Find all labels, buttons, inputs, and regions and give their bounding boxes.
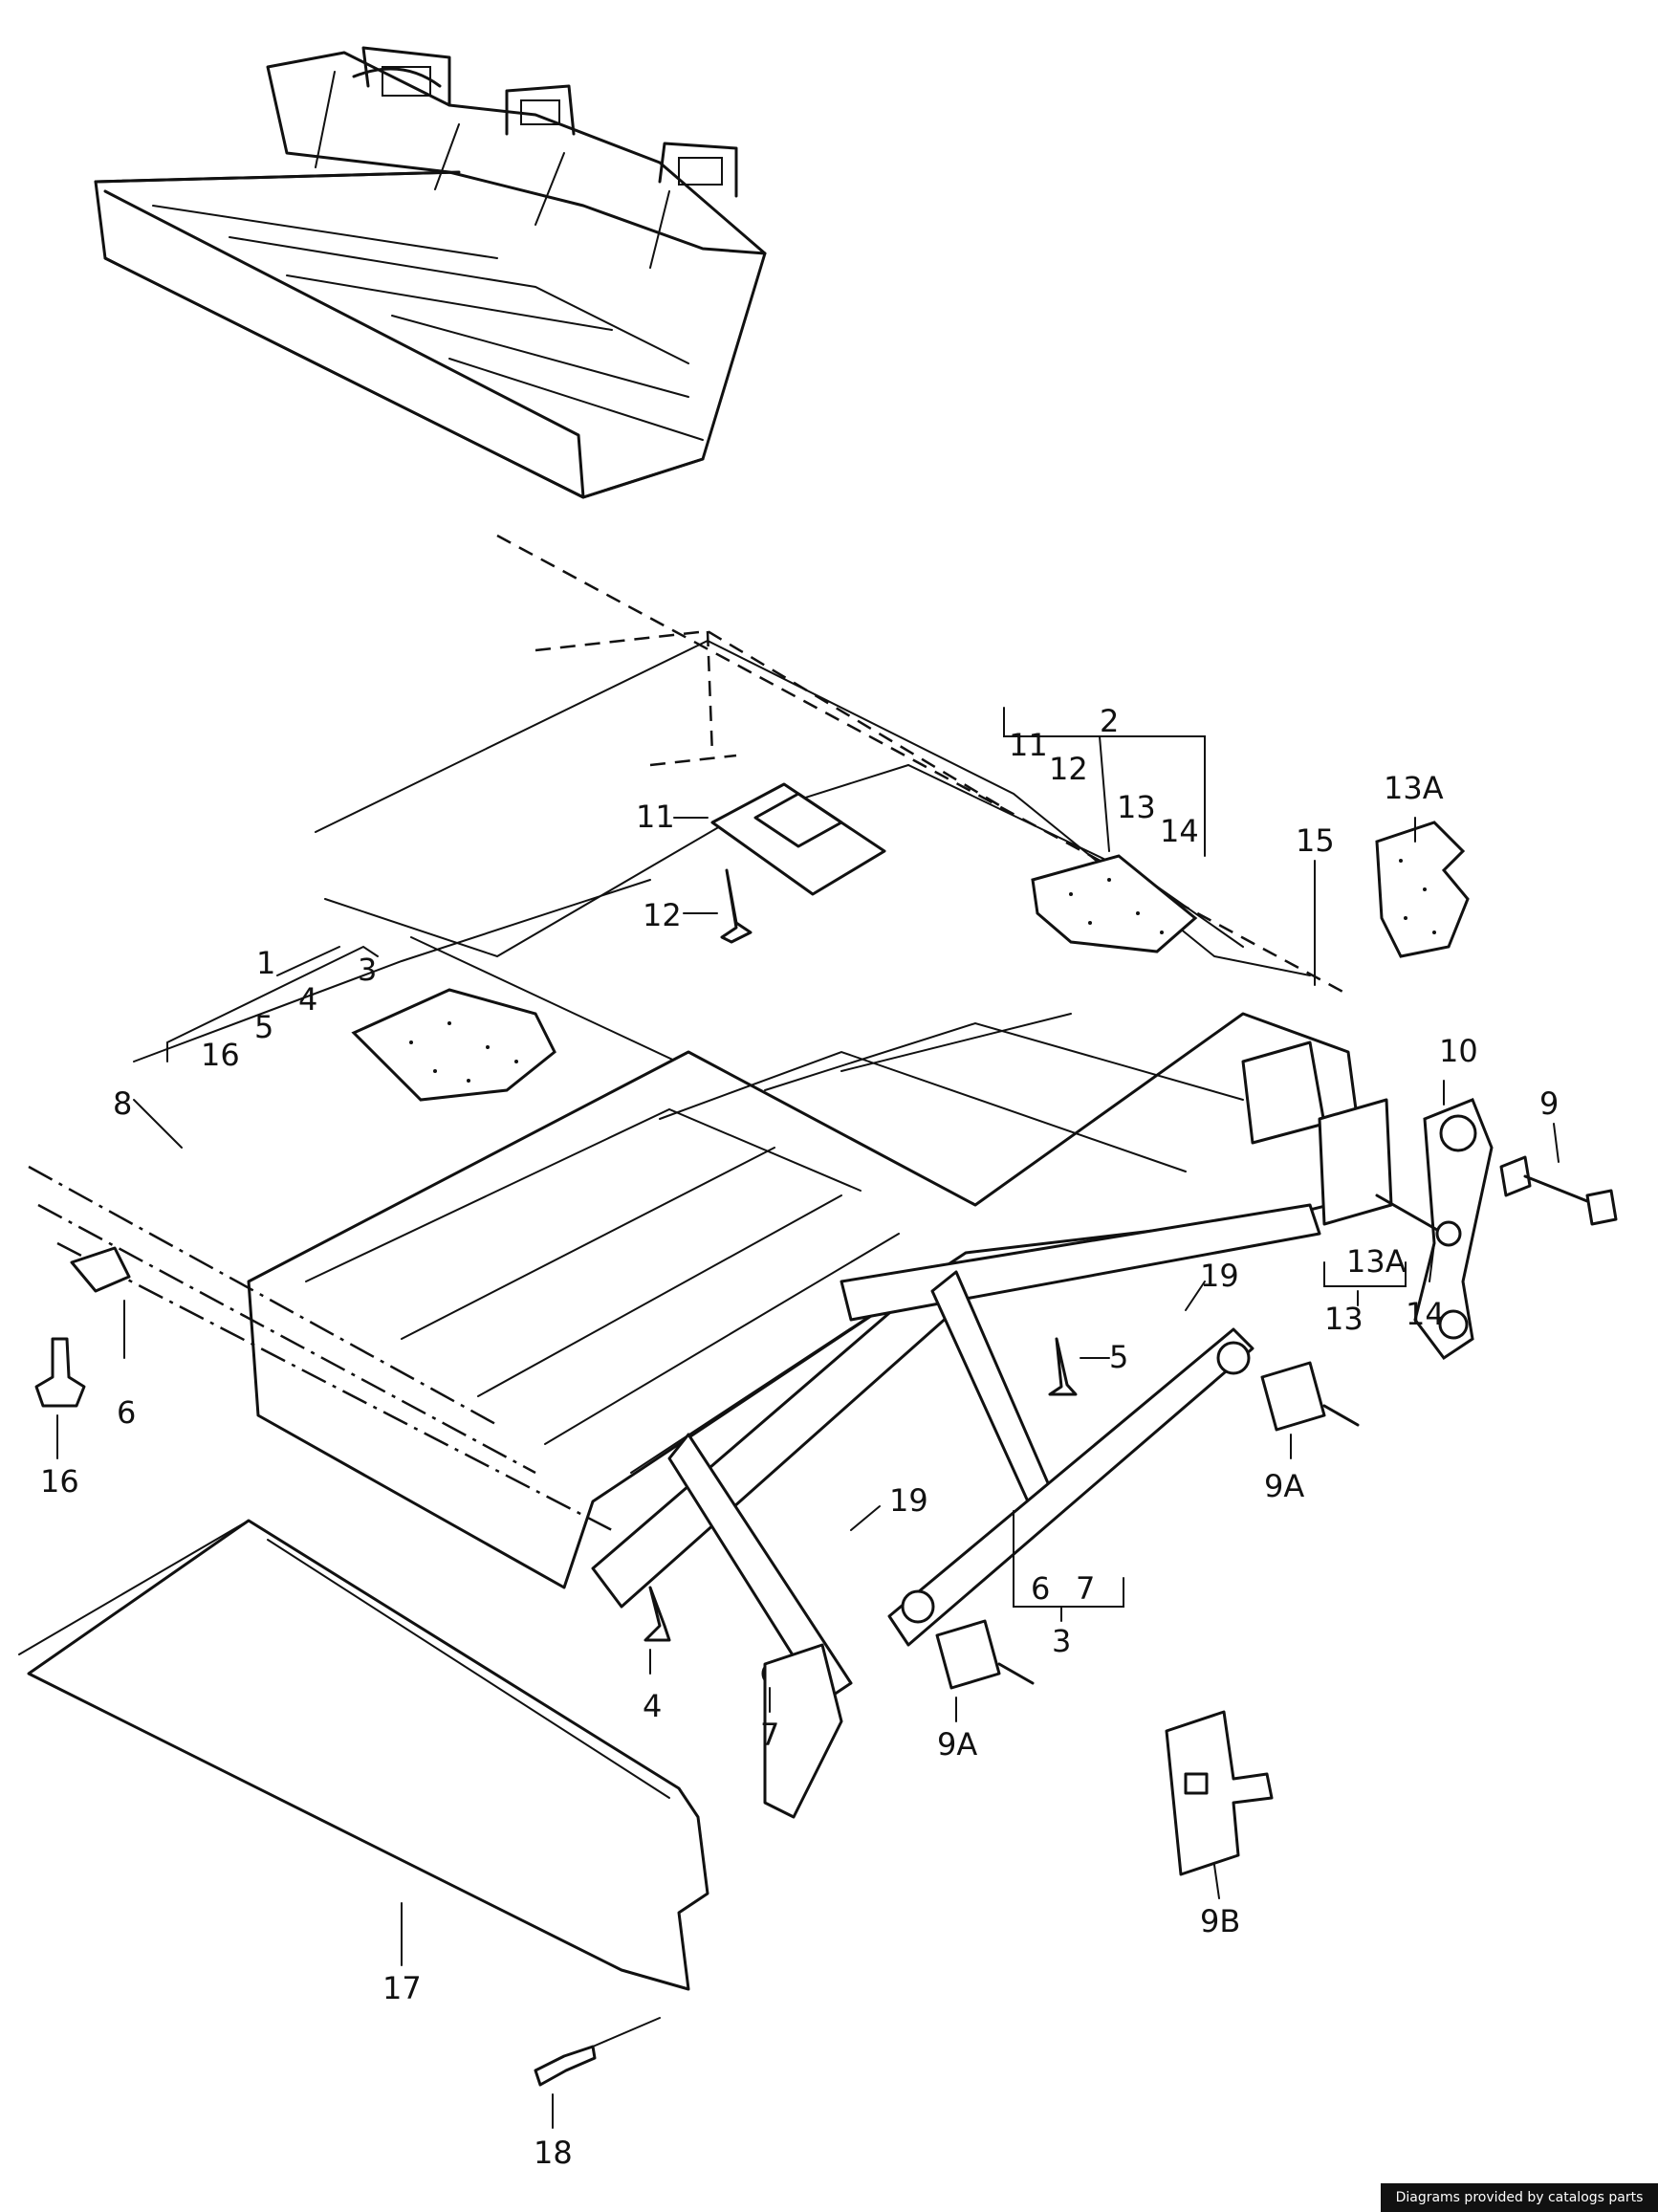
leader-lines bbox=[56, 707, 1560, 2129]
callout-3-frame: 3 bbox=[1052, 1623, 1071, 1659]
callout-2: 2 bbox=[1100, 703, 1119, 739]
callout-16-screw: 16 bbox=[40, 1463, 79, 1500]
callout-6-frame: 6 bbox=[1031, 1570, 1050, 1607]
callout-6-clip: 6 bbox=[117, 1394, 136, 1431]
callout-4: 4 bbox=[298, 981, 317, 1018]
callout-8: 8 bbox=[113, 1085, 132, 1122]
callout-13-group: 13 bbox=[1117, 789, 1156, 825]
trim-panel bbox=[18, 1519, 709, 1991]
callout-13a-bottom: 13A bbox=[1346, 1243, 1407, 1280]
callout-9a-lower: 9A bbox=[937, 1726, 977, 1763]
callout-12: 12 bbox=[643, 897, 682, 933]
screw-16 bbox=[34, 1337, 86, 1408]
callout-14: 14 bbox=[1406, 1296, 1445, 1332]
bolt-14 bbox=[1375, 1194, 1462, 1247]
callout-9: 9 bbox=[1539, 1085, 1559, 1122]
screw-18 bbox=[534, 2017, 661, 2087]
callout-10: 10 bbox=[1439, 1033, 1478, 1069]
bolt-4 bbox=[644, 1586, 671, 1642]
bench-seat-overview bbox=[94, 46, 767, 499]
callout-16: 16 bbox=[201, 1037, 240, 1073]
hinge-plate bbox=[710, 782, 886, 896]
callout-13: 13 bbox=[1324, 1301, 1363, 1337]
callout-7-nut: 7 bbox=[760, 1717, 779, 1753]
callout-9a-upper: 9A bbox=[1264, 1468, 1304, 1504]
fabric-patch-left bbox=[351, 988, 556, 1102]
latch-13a bbox=[1375, 821, 1470, 958]
callout-17: 17 bbox=[382, 1970, 422, 2006]
callout-12-group: 12 bbox=[1049, 751, 1088, 787]
clip-6 bbox=[70, 1246, 131, 1293]
latch-13 bbox=[1318, 1098, 1393, 1226]
callout-9b: 9B bbox=[1200, 1903, 1240, 1939]
diagram-credit-badge: Diagrams provided by catalogs parts bbox=[1381, 2183, 1658, 2212]
callout-labels: 1 3 4 5 16 8 2 11 12 13 14 11 12 15 13A … bbox=[40, 703, 1559, 2171]
callout-7-frame: 7 bbox=[1076, 1570, 1095, 1607]
callout-5-frame: 5 bbox=[1109, 1339, 1128, 1375]
callout-15: 15 bbox=[1296, 822, 1335, 859]
callout-1: 1 bbox=[256, 945, 275, 981]
screw-12 bbox=[720, 868, 753, 944]
folding-frame bbox=[591, 1203, 1321, 1819]
callout-4-bolt: 4 bbox=[643, 1688, 662, 1724]
callout-13a-top: 13A bbox=[1384, 770, 1444, 806]
callout-18: 18 bbox=[534, 2135, 573, 2171]
fabric-patch-right bbox=[1031, 854, 1198, 953]
buffer-9a-lower bbox=[935, 1619, 1035, 1690]
screw-5 bbox=[1048, 1337, 1078, 1396]
callout-11: 11 bbox=[636, 799, 675, 835]
bolt-9 bbox=[1499, 1155, 1618, 1226]
callout-11-group: 11 bbox=[1009, 727, 1048, 763]
callout-3: 3 bbox=[358, 952, 377, 988]
callout-19-lower: 19 bbox=[889, 1482, 928, 1519]
callout-14-group: 14 bbox=[1160, 813, 1199, 849]
bracket-9b bbox=[1165, 1710, 1274, 1876]
callout-19-upper: 19 bbox=[1200, 1258, 1239, 1294]
buffer-9a-upper bbox=[1260, 1361, 1360, 1432]
callout-5: 5 bbox=[254, 1009, 273, 1045]
